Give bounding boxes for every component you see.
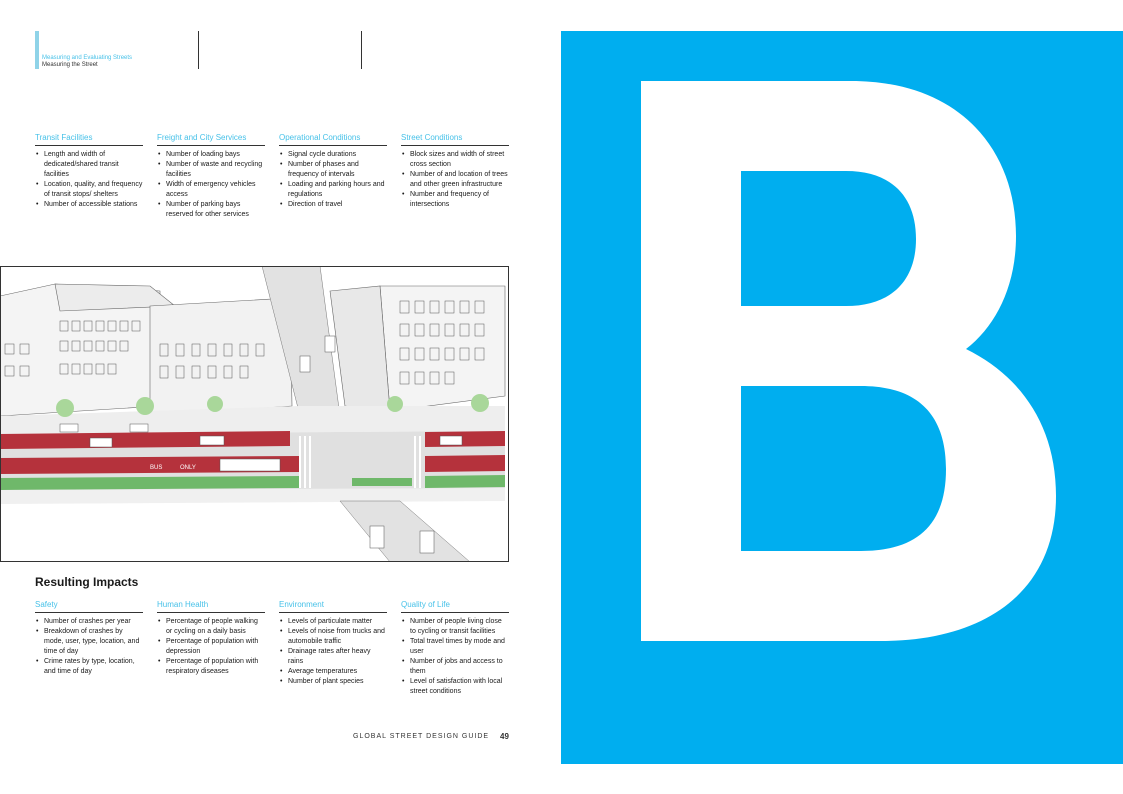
list-item: Number of people living close to cycling… bbox=[401, 617, 509, 637]
chapter-letter-b bbox=[641, 81, 1056, 641]
lane-marking-only: ONLY bbox=[180, 465, 196, 471]
list-item: Number of plant species bbox=[279, 677, 387, 687]
impact-column-health: Human Health Percentage of people walkin… bbox=[157, 600, 265, 697]
list-item: Levels of particulate matter bbox=[279, 617, 387, 627]
impact-column-safety: Safety Number of crashes per year Breakd… bbox=[35, 600, 143, 697]
list-item: Percentage of population with respirator… bbox=[157, 657, 265, 677]
window-grid-left bbox=[4, 320, 265, 379]
list-item: Crime rates by type, location, and time … bbox=[35, 657, 143, 677]
sidewalk-north bbox=[0, 406, 505, 434]
chapter-panel bbox=[561, 31, 1123, 764]
street-illustration: BUS ONLY bbox=[0, 266, 509, 562]
list-item: Loading and parking hours and regulation… bbox=[279, 180, 387, 200]
column-heading: Freight and City Services bbox=[157, 133, 265, 146]
list-item: Breakdown of crashes by mode, user, type… bbox=[35, 627, 143, 657]
header-divider bbox=[361, 31, 362, 69]
street-trees bbox=[56, 394, 489, 417]
bus bbox=[219, 458, 281, 472]
subsection-label: Measuring the Street bbox=[42, 62, 98, 68]
page-number: 49 bbox=[500, 732, 509, 741]
bike-lane bbox=[0, 476, 300, 490]
list-item: Number and frequency of intersections bbox=[401, 190, 509, 210]
sidewalk-south bbox=[0, 488, 505, 504]
metrics-columns: Transit Facilities Length and width of d… bbox=[35, 133, 509, 220]
list-item: Length and width of dedicated/shared tra… bbox=[35, 150, 143, 180]
building-block-mid bbox=[149, 297, 293, 417]
impact-column-environment: Environment Levels of particulate matter… bbox=[279, 600, 387, 697]
list-item: Percentage of population with depression bbox=[157, 637, 265, 657]
vehicles bbox=[59, 335, 463, 554]
list-item: Number of loading bays bbox=[157, 150, 265, 160]
list-item: Levels of noise from trucks and automobi… bbox=[279, 627, 387, 647]
bus-lane-upper-east bbox=[425, 431, 505, 447]
list-item: Block sizes and width of street cross se… bbox=[401, 150, 509, 170]
list-item: Number of accessible stations bbox=[35, 200, 143, 210]
list-item: Percentage of people walking or cycling … bbox=[157, 617, 265, 637]
impact-column-quality: Quality of Life Number of people living … bbox=[401, 600, 509, 697]
list-item: Total travel times by mode and user bbox=[401, 637, 509, 657]
building-block-right bbox=[379, 285, 506, 412]
list-item: Number of crashes per year bbox=[35, 617, 143, 627]
list-item: Number of parking bays reserved for othe… bbox=[157, 200, 265, 220]
list-item: Width of emergency vehicles access bbox=[157, 180, 265, 200]
metric-column-transit: Transit Facilities Length and width of d… bbox=[35, 133, 143, 220]
list-item: Number of waste and recycling facilities bbox=[157, 160, 265, 180]
metric-column-freight: Freight and City Services Number of load… bbox=[157, 133, 265, 220]
column-heading: Street Conditions bbox=[401, 133, 509, 146]
bus-lane-lower-east bbox=[425, 455, 505, 472]
list-item: Direction of travel bbox=[279, 200, 387, 210]
metric-column-operational: Operational Conditions Signal cycle dura… bbox=[279, 133, 387, 220]
list-item: Number of phases and frequency of interv… bbox=[279, 160, 387, 180]
window-grid-right bbox=[399, 300, 485, 385]
list-item: Average temperatures bbox=[279, 667, 387, 677]
lane-marking-bus: BUS bbox=[150, 465, 162, 471]
column-heading: Environment bbox=[279, 600, 387, 613]
column-heading: Operational Conditions bbox=[279, 133, 387, 146]
impacts-columns: Safety Number of crashes per year Breakd… bbox=[35, 600, 509, 697]
crosswalk bbox=[299, 436, 421, 488]
header-accent-bar bbox=[35, 31, 39, 69]
list-item: Drainage rates after heavy rains bbox=[279, 647, 387, 667]
column-heading: Safety bbox=[35, 600, 143, 613]
bus-lane-upper bbox=[0, 431, 290, 449]
list-item: Signal cycle durations bbox=[279, 150, 387, 160]
list-item: Level of satisfaction with local street … bbox=[401, 677, 509, 697]
footer-title: GLOBAL STREET DESIGN GUIDE bbox=[353, 733, 490, 740]
column-heading: Transit Facilities bbox=[35, 133, 143, 146]
list-item: Number of and location of trees and othe… bbox=[401, 170, 509, 190]
section-label: Measuring and Evaluating Streets bbox=[42, 55, 133, 61]
column-heading: Quality of Life bbox=[401, 600, 509, 613]
impacts-title: Resulting Impacts bbox=[35, 575, 139, 589]
header-divider bbox=[198, 31, 199, 69]
column-heading: Human Health bbox=[157, 600, 265, 613]
illustration-frame bbox=[0, 266, 509, 562]
bike-crossing bbox=[352, 478, 412, 486]
list-item: Number of jobs and access to them bbox=[401, 657, 509, 677]
bike-lane-east bbox=[425, 475, 505, 488]
list-item: Location, quality, and frequency of tran… bbox=[35, 180, 143, 200]
metric-column-street: Street Conditions Block sizes and width … bbox=[401, 133, 509, 220]
